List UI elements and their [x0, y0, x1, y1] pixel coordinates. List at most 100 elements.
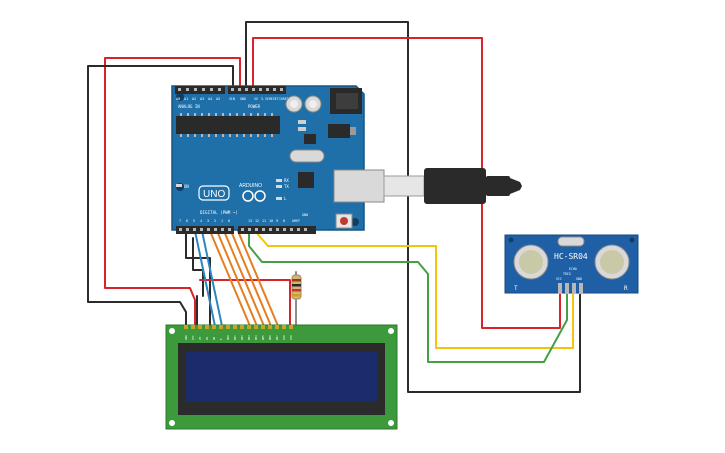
- wires: [87, 21, 581, 393]
- wire-black-lcd-k[interactable]: [192, 237, 204, 297]
- arduino-uno-board[interactable]: ANALOG IN POWER A0 A1 A2 A3 A4 A5 VIN GN…: [171, 85, 365, 234]
- lcd-pin: [233, 325, 237, 329]
- pin-label-gnd: GND: [240, 97, 246, 101]
- resistor-band: [292, 294, 301, 297]
- sensor-pin-gnd: [579, 283, 583, 294]
- pin-label-d8: 8: [283, 219, 285, 223]
- lcd-mount-hole: [169, 328, 175, 334]
- lcd-pin-label: DB4: [254, 335, 258, 340]
- dc-power-jack-inner: [336, 93, 358, 109]
- pin-label-d5: 5: [193, 219, 195, 223]
- digital-pin-labels: 7 6 5 4 3 2 1 0 13 12 11 10 9 8: [179, 219, 285, 223]
- pin-label-ioref: IOREF: [279, 97, 289, 101]
- lcd-pin-label: RW: [212, 336, 216, 340]
- pin-label-d4: 4: [200, 219, 202, 223]
- sensor-pin-label-gnd: GND: [576, 277, 582, 281]
- pin-label-d2: 2: [214, 219, 216, 223]
- lcd-pin-label: E: [219, 338, 223, 340]
- lcd-pin: [247, 325, 251, 329]
- pin-label-d11: 11: [262, 219, 266, 223]
- pin-label-d13: 13: [248, 219, 252, 223]
- wire-green-sensor-trig[interactable]: [248, 230, 568, 363]
- pin-label-d6: 6: [186, 219, 188, 223]
- sensor-pin-label-trig: TRIG: [563, 272, 571, 276]
- sensor-model-label: HC-SR04: [554, 252, 588, 261]
- sensor-pin-label-echo: ECHO: [569, 267, 577, 271]
- small-resistor: [298, 120, 306, 124]
- sensor-pins[interactable]: [558, 283, 583, 294]
- lcd-mount-hole: [388, 420, 394, 426]
- sensor-pin-labels: VCC TRIG ECHO GND: [556, 267, 582, 281]
- sensor-crystal: [557, 236, 585, 247]
- wire-black-lcd-rw[interactable]: [185, 230, 211, 327]
- lcd-screen: [186, 352, 377, 402]
- wire-red-lcd-vcc[interactable]: [104, 57, 241, 327]
- wire-black-sensor-gnd[interactable]: [245, 21, 581, 393]
- digital-gnd-label: GND: [302, 213, 308, 217]
- digital-header-low[interactable]: [176, 226, 234, 234]
- analog-in-label: ANALOG IN: [178, 104, 200, 109]
- analog-pin-labels: A0 A1 A2 A3 A4 A5: [176, 97, 220, 101]
- resistor-band: [292, 279, 301, 282]
- sensor-mount-hole: [508, 237, 514, 243]
- lcd-pin-label: LED: [289, 335, 293, 340]
- usb-cable[interactable]: [333, 168, 522, 204]
- pin-label-a5: A5: [216, 97, 220, 101]
- lcd-pin-label: DB2: [240, 335, 244, 340]
- pin-label-d12: 12: [255, 219, 259, 223]
- wire-orange-5[interactable]: [237, 230, 279, 327]
- on-label: ON: [184, 184, 189, 189]
- lcd-pin: [198, 325, 202, 329]
- pin-label-a3: A3: [200, 97, 204, 101]
- power-label: POWER: [248, 104, 261, 109]
- wire-orange-3[interactable]: [223, 230, 265, 327]
- arduino-logo-icon: [242, 190, 266, 202]
- power-header[interactable]: [228, 86, 286, 94]
- resistor[interactable]: [291, 274, 302, 300]
- lcd-pin: [240, 325, 244, 329]
- rx-led: [276, 179, 282, 182]
- lcd-mount-hole: [169, 420, 175, 426]
- transmitter-mesh: [519, 250, 543, 274]
- wire-blue-2[interactable]: [201, 230, 223, 327]
- lcd-pin: [184, 325, 188, 329]
- lcd-16x2-display[interactable]: GND VCC V0 RS RW E DB0 DB1 DB2 DB3 DB4 D…: [165, 324, 398, 430]
- mounting-hole: [351, 218, 359, 226]
- power-pin-labels: VIN GND 5V 3.3V RESET IOREF: [229, 97, 289, 101]
- resistor-band: [292, 289, 301, 292]
- lcd-pin: [191, 325, 195, 329]
- analog-header[interactable]: [175, 86, 225, 94]
- lcd-pin-pads[interactable]: [184, 325, 293, 329]
- lcd-pin-label: VCC: [191, 335, 195, 340]
- lcd-pin: [205, 325, 209, 329]
- pin-label-d9: 9: [276, 219, 278, 223]
- top-header-pins: [178, 88, 283, 91]
- usb-cable-end: [510, 178, 522, 194]
- pin-label-a4: A4: [208, 97, 212, 101]
- lcd-pin: [254, 325, 258, 329]
- capacitor-top: [309, 100, 317, 108]
- wire-yellow-sensor-echo[interactable]: [254, 230, 574, 349]
- sensor-pin-label-vcc: VCC: [556, 277, 562, 281]
- lcd-pin: [226, 325, 230, 329]
- wire-orange-2[interactable]: [216, 230, 258, 327]
- pin-label-a1: A1: [184, 97, 188, 101]
- hc-sr04-sensor[interactable]: HC-SR04 T R VCC TRIG ECHO GND: [504, 234, 639, 294]
- sensor-pin-echo: [572, 283, 576, 294]
- lcd-mount-hole: [388, 328, 394, 334]
- wire-orange-4[interactable]: [230, 230, 272, 327]
- pin-label-3v3: 3.3V: [261, 97, 269, 101]
- sensor-t-label: T: [514, 285, 518, 292]
- pin-label-a2: A2: [192, 97, 196, 101]
- lcd-pin-label: DB6: [268, 335, 272, 340]
- regulator-tab: [350, 127, 356, 135]
- wire-orange-1[interactable]: [209, 230, 251, 327]
- pin-label-vin: VIN: [229, 97, 235, 101]
- on-led: [176, 184, 182, 187]
- reset-button-cap[interactable]: [340, 217, 348, 225]
- sensor-r-label: R: [624, 285, 628, 292]
- uno-logo: UNO: [203, 189, 225, 200]
- wire-blue-1[interactable]: [194, 230, 216, 327]
- wire-black-lcd-gnd[interactable]: [87, 65, 234, 327]
